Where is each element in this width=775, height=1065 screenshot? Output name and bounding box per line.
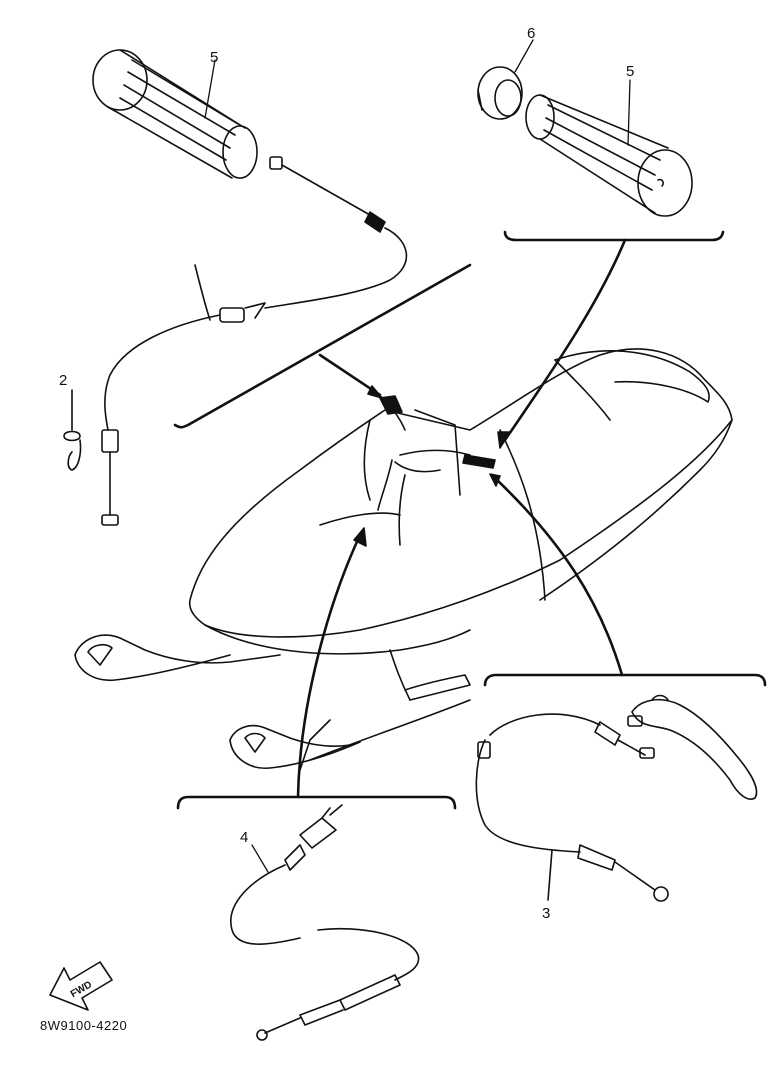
brake-cable-part	[475, 694, 758, 902]
callout-left-grip: 5	[210, 49, 218, 66]
reference-code: 8W9100-4220	[40, 1018, 128, 1033]
brake-group-bracket	[483, 473, 767, 687]
throttle-group-bracket	[176, 527, 457, 810]
throttle-cable-upper	[101, 156, 408, 526]
handlebar-assembly	[377, 395, 496, 546]
clip-part	[63, 389, 82, 471]
fwd-arrow-icon: FWD	[49, 961, 113, 1011]
left-group-bracket	[173, 263, 472, 429]
callout-ring: 6	[527, 25, 535, 42]
snowmobile-body	[74, 348, 733, 771]
left-grip-part	[92, 49, 258, 179]
callout-right-grip: 5	[626, 63, 634, 80]
callouts: 5 5 6 2 3 4	[59, 25, 634, 922]
right-group-bracket	[497, 230, 725, 449]
callout-brake-cable: 3	[542, 905, 550, 922]
throttle-cable-part	[230, 804, 420, 1041]
callout-clip: 2	[59, 372, 67, 389]
right-grip-part	[525, 94, 693, 217]
callout-throttle-cable: 4	[240, 829, 248, 846]
fwd-label: FWD	[69, 979, 94, 1000]
ring-part	[477, 66, 523, 120]
